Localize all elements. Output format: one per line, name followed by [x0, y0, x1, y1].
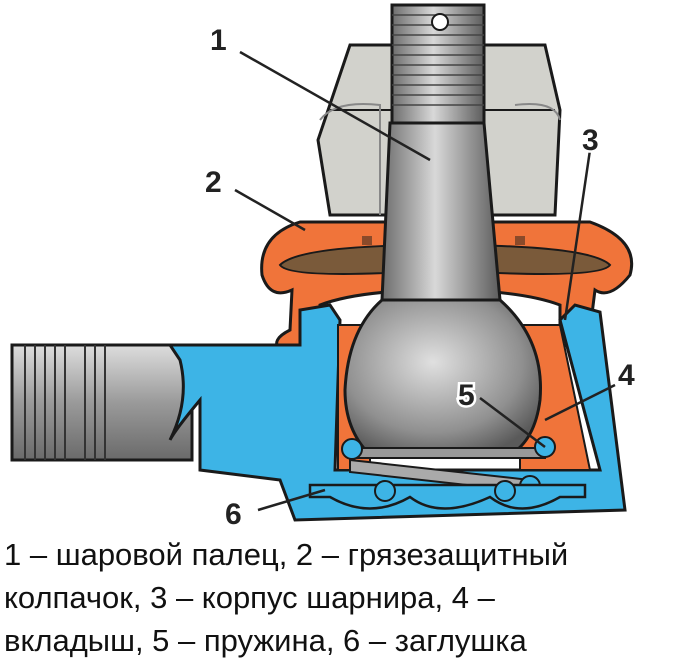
- label-6: 6: [225, 498, 242, 530]
- label-2: 2: [205, 166, 222, 199]
- ball-stud-shank: [380, 121, 502, 302]
- tie-rod-thread: [10, 343, 194, 462]
- joint-housing: [167, 303, 627, 522]
- caption-line: колпачок, 3 – корпус шарнира, 4 –: [4, 580, 495, 615]
- ball-joint-diagram: 1 2 3 4 5 6: [10, 3, 635, 530]
- label-1: 1: [210, 24, 227, 57]
- plug: [308, 480, 587, 510]
- ball-stud-thread: [390, 3, 486, 125]
- label-3: 3: [582, 124, 599, 157]
- ball: [343, 298, 542, 457]
- caption: 1 – шаровой палец, 2 – грязезащитный кол…: [4, 533, 680, 662]
- caption-line: 1 – шаровой палец, 2 – грязезащитный: [4, 537, 569, 572]
- caption-line: вкладыш, 5 – пружина, 6 – заглушка: [4, 623, 527, 658]
- label-4: 4: [618, 359, 635, 392]
- leader-lines: [234, 50, 616, 512]
- label-5: 5: [458, 379, 475, 412]
